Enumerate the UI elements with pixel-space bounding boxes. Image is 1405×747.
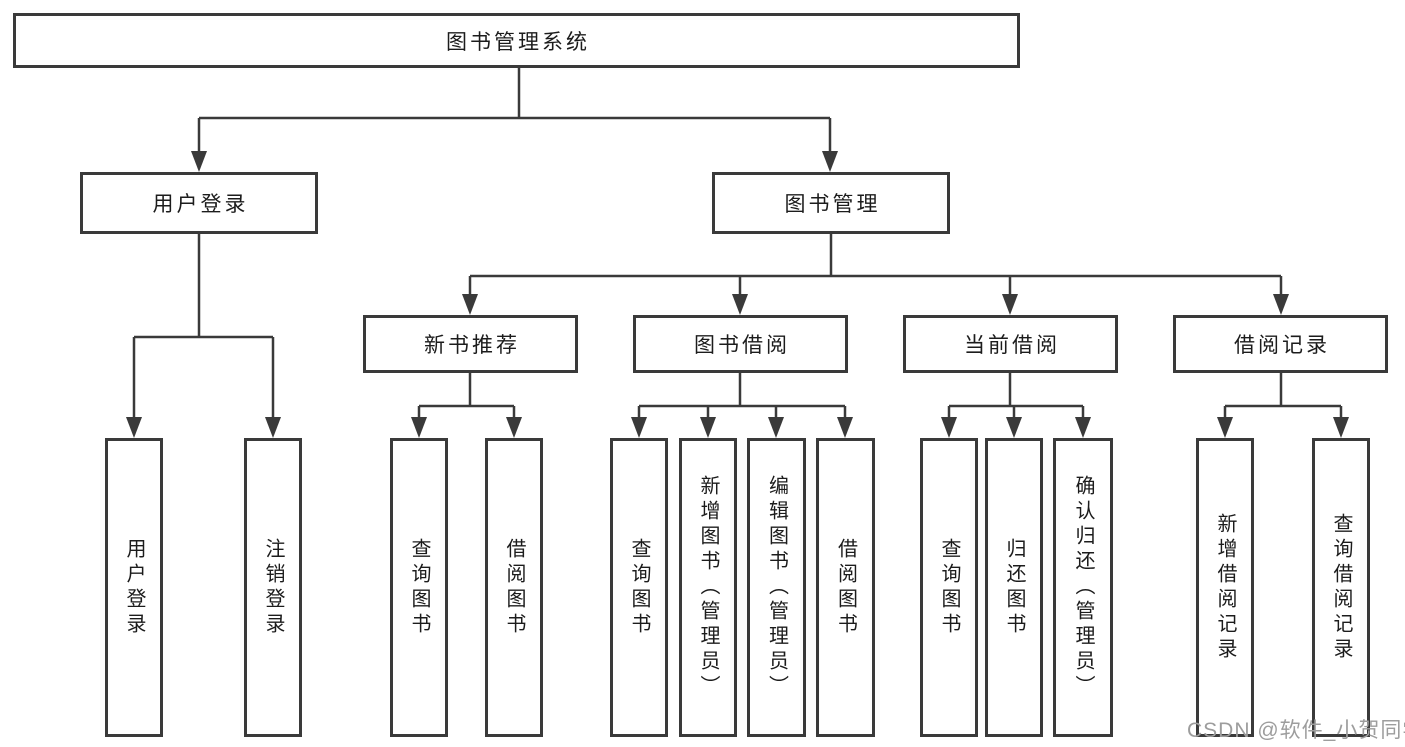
- watermark: CSDN @软件_小贺同学: [1187, 719, 1405, 742]
- node-root: 图书管理系统: [13, 13, 1020, 68]
- node-leaf-user-login: 用户登录: [105, 438, 163, 737]
- node-new-book-recommend: 新书推荐: [363, 315, 578, 373]
- node-borrow-record: 借阅记录: [1173, 315, 1388, 373]
- node-leaf-return-books: 归还图书: [985, 438, 1043, 737]
- node-leaf-query-borrow-record: 查询借阅记录: [1312, 438, 1370, 737]
- node-leaf-add-borrow-record: 新增借阅记录: [1196, 438, 1254, 737]
- node-leaf-logout: 注销登录: [244, 438, 302, 737]
- node-leaf-query-books-1: 查询图书: [390, 438, 448, 737]
- node-book-management: 图书管理: [712, 172, 950, 234]
- node-leaf-query-books-2: 查询图书: [610, 438, 668, 737]
- node-leaf-query-books-3: 查询图书: [920, 438, 978, 737]
- node-book-borrow: 图书借阅: [633, 315, 848, 373]
- node-user-login-branch: 用户登录: [80, 172, 318, 234]
- node-leaf-borrow-books-2: 借阅图书: [816, 438, 875, 737]
- node-leaf-confirm-return-admin: 确认归还（管理员）: [1053, 438, 1113, 737]
- node-leaf-add-books-admin: 新增图书（管理员）: [679, 438, 737, 737]
- node-leaf-edit-books-admin: 编辑图书（管理员）: [747, 438, 806, 737]
- node-current-borrow: 当前借阅: [903, 315, 1118, 373]
- node-leaf-borrow-books-1: 借阅图书: [485, 438, 543, 737]
